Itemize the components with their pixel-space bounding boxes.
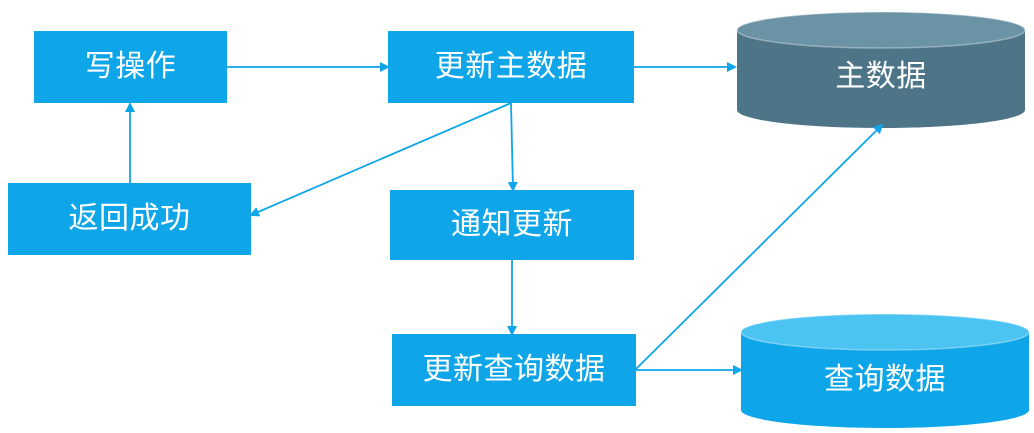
query-db-rim (740, 313, 1030, 351)
notify-update-label: 通知更新 (451, 207, 573, 242)
master-db-text: 主数据 (835, 59, 927, 94)
update-query-data-box: 更新查询数据 (392, 334, 636, 406)
query-db-label: 查询数据 (741, 355, 1029, 405)
master-db-rim (736, 11, 1026, 49)
flow-arrows (125, 62, 884, 375)
update-master-data-label: 更新主数据 (434, 49, 588, 84)
update-master-data-box: 更新主数据 (388, 31, 634, 103)
update-query-data-label: 更新查询数据 (422, 352, 606, 387)
arrow-update-master-to-return-success (249, 102, 512, 217)
master-db-body (737, 30, 1025, 128)
master-db-top (737, 12, 1025, 48)
return-success-label: 返回成功 (68, 201, 191, 236)
query-db-top (741, 314, 1029, 350)
query-db-text: 查询数据 (824, 362, 946, 397)
arrow-update-query-to-master-db (635, 123, 884, 370)
master-db-label: 主数据 (737, 52, 1025, 102)
query-db-body (741, 332, 1029, 428)
master-db-cylinder (736, 11, 1026, 128)
write-operation-label: 写操作 (84, 49, 177, 84)
write-operation-box: 写操作 (34, 31, 227, 103)
arrow-update-master-to-notify (507, 102, 518, 192)
return-success-box: 返回成功 (8, 183, 251, 255)
notify-update-box: 通知更新 (390, 190, 634, 260)
query-db-cylinder (740, 313, 1030, 428)
